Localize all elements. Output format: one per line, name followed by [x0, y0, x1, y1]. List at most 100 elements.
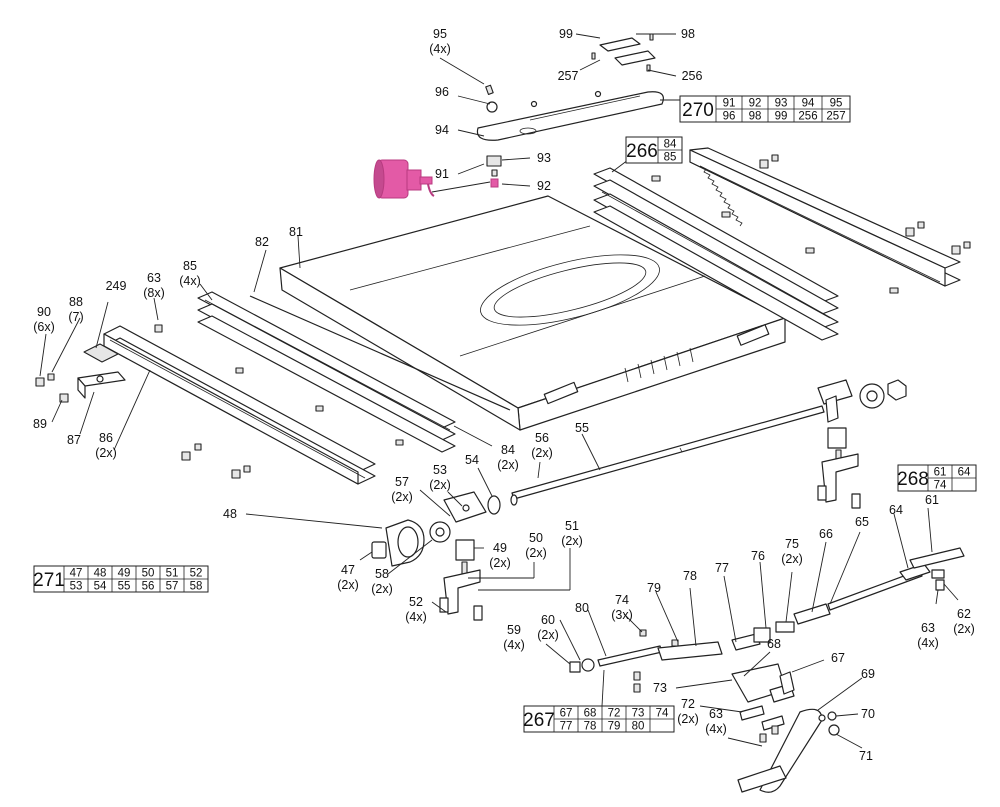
left-hardware [35, 324, 404, 479]
kit-number: 271 [33, 570, 65, 591]
callout-qty-c95: (4x) [429, 42, 451, 56]
callout-qty-c52: (4x) [405, 610, 427, 624]
callout-c91: 91 [435, 167, 449, 181]
callout-c96: 96 [435, 85, 449, 99]
callout-qty-c59: (4x) [503, 638, 525, 652]
callout-c71: 71 [859, 749, 873, 763]
callout-qty-c60: (2x) [537, 628, 559, 642]
callout-c55: 55 [575, 421, 589, 435]
kit-cell: 64 [958, 467, 971, 479]
callout-qty-c56: (2x) [531, 446, 553, 460]
callout-c86: 86 [99, 431, 113, 445]
callout-qty-c75: (2x) [781, 552, 803, 566]
callout-c63a: 63 [147, 271, 161, 285]
callout-c256: 256 [682, 69, 703, 83]
kit-cell: 91 [723, 98, 736, 110]
callout-c57: 57 [395, 475, 409, 489]
callout-c65: 65 [855, 515, 869, 529]
callout-qty-c63b: (4x) [917, 636, 939, 650]
kit-cell: 53 [70, 581, 83, 593]
callout-c68: 68 [767, 637, 781, 651]
callout-qty-c47: (2x) [337, 578, 359, 592]
callout-c59: 59 [507, 623, 521, 637]
gear-rack-part [689, 147, 961, 287]
callout-c76: 76 [751, 549, 765, 563]
kit-cell: 52 [190, 568, 203, 580]
callout-qty-c58: (2x) [371, 582, 393, 596]
label-249-part [83, 343, 119, 363]
kit-cell: 55 [118, 581, 131, 593]
kit-cell: 93 [775, 98, 788, 110]
callout-qty-c63c: (4x) [705, 722, 727, 736]
insert-plate-part [476, 33, 664, 141]
callout-c92: 92 [537, 179, 551, 193]
callout-c63c: 63 [709, 707, 723, 721]
callout-c88: 88 [69, 295, 83, 309]
callout-c49: 49 [493, 541, 507, 555]
kit-cell: 78 [584, 721, 597, 733]
kit-cell: 56 [142, 581, 155, 593]
right-hardware [651, 154, 971, 294]
kit-cell: 74 [656, 708, 669, 720]
callout-qty-c49: (2x) [489, 556, 511, 570]
riving-knife-hardware [486, 155, 502, 177]
callout-qty-c57: (2x) [391, 490, 413, 504]
callout-c89: 89 [33, 417, 47, 431]
lift-mechanism [569, 547, 965, 793]
callout-c98: 98 [681, 27, 695, 41]
callout-c50: 50 [529, 531, 543, 545]
callout-c48: 48 [223, 507, 237, 521]
left-rail-85-part [197, 291, 456, 453]
callout-c47: 47 [341, 563, 355, 577]
kit-cell: 80 [632, 721, 645, 733]
kit-cell: 256 [798, 111, 817, 123]
callout-c249: 249 [106, 279, 127, 293]
callout-c51: 51 [565, 519, 579, 533]
bracket-87-part [77, 371, 126, 399]
callout-c87: 87 [67, 433, 81, 447]
callout-c63b: 63 [921, 621, 935, 635]
callout-c95: 95 [433, 27, 447, 41]
kit-cell: 99 [775, 111, 788, 123]
kit-cell: 57 [166, 581, 179, 593]
kit-number: 268 [897, 469, 929, 490]
callout-c61: 61 [925, 493, 939, 507]
callout-qty-c72: (2x) [677, 712, 699, 726]
callout-c99: 99 [559, 27, 573, 41]
callout-c56: 56 [535, 431, 549, 445]
callout-qty-c90: (6x) [33, 320, 55, 334]
kit-cell: 77 [560, 721, 573, 733]
callout-qty-c85: (4x) [179, 274, 201, 288]
callout-c73: 73 [653, 681, 667, 695]
kit-number: 270 [682, 100, 714, 121]
kit-cell: 61 [934, 467, 947, 479]
callout-qty-c84: (2x) [497, 458, 519, 472]
right-bracket-assembly [817, 379, 907, 509]
kit-cell: 74 [934, 480, 947, 492]
kit-cell: 68 [584, 708, 597, 720]
kit-cell: 85 [664, 152, 677, 164]
kit-cell: 84 [664, 139, 677, 151]
leader-lines [39, 33, 959, 749]
kit-cell: 54 [94, 581, 107, 593]
callout-c84: 84 [501, 443, 515, 457]
callout-qty-c51: (2x) [561, 534, 583, 548]
callout-c53: 53 [433, 463, 447, 477]
kit-cell: 47 [70, 568, 83, 580]
callout-qty-c74: (3x) [611, 608, 633, 622]
callout-c78: 78 [683, 569, 697, 583]
motor-highlight-icon [373, 159, 499, 199]
callout-qty-c50: (2x) [525, 546, 547, 560]
callout-c77: 77 [715, 561, 729, 575]
table-top-part [279, 195, 786, 431]
callout-c94: 94 [435, 123, 449, 137]
callout-c66: 66 [819, 527, 833, 541]
right-rail-84-part [593, 167, 839, 341]
kit-cell: 73 [632, 708, 645, 720]
